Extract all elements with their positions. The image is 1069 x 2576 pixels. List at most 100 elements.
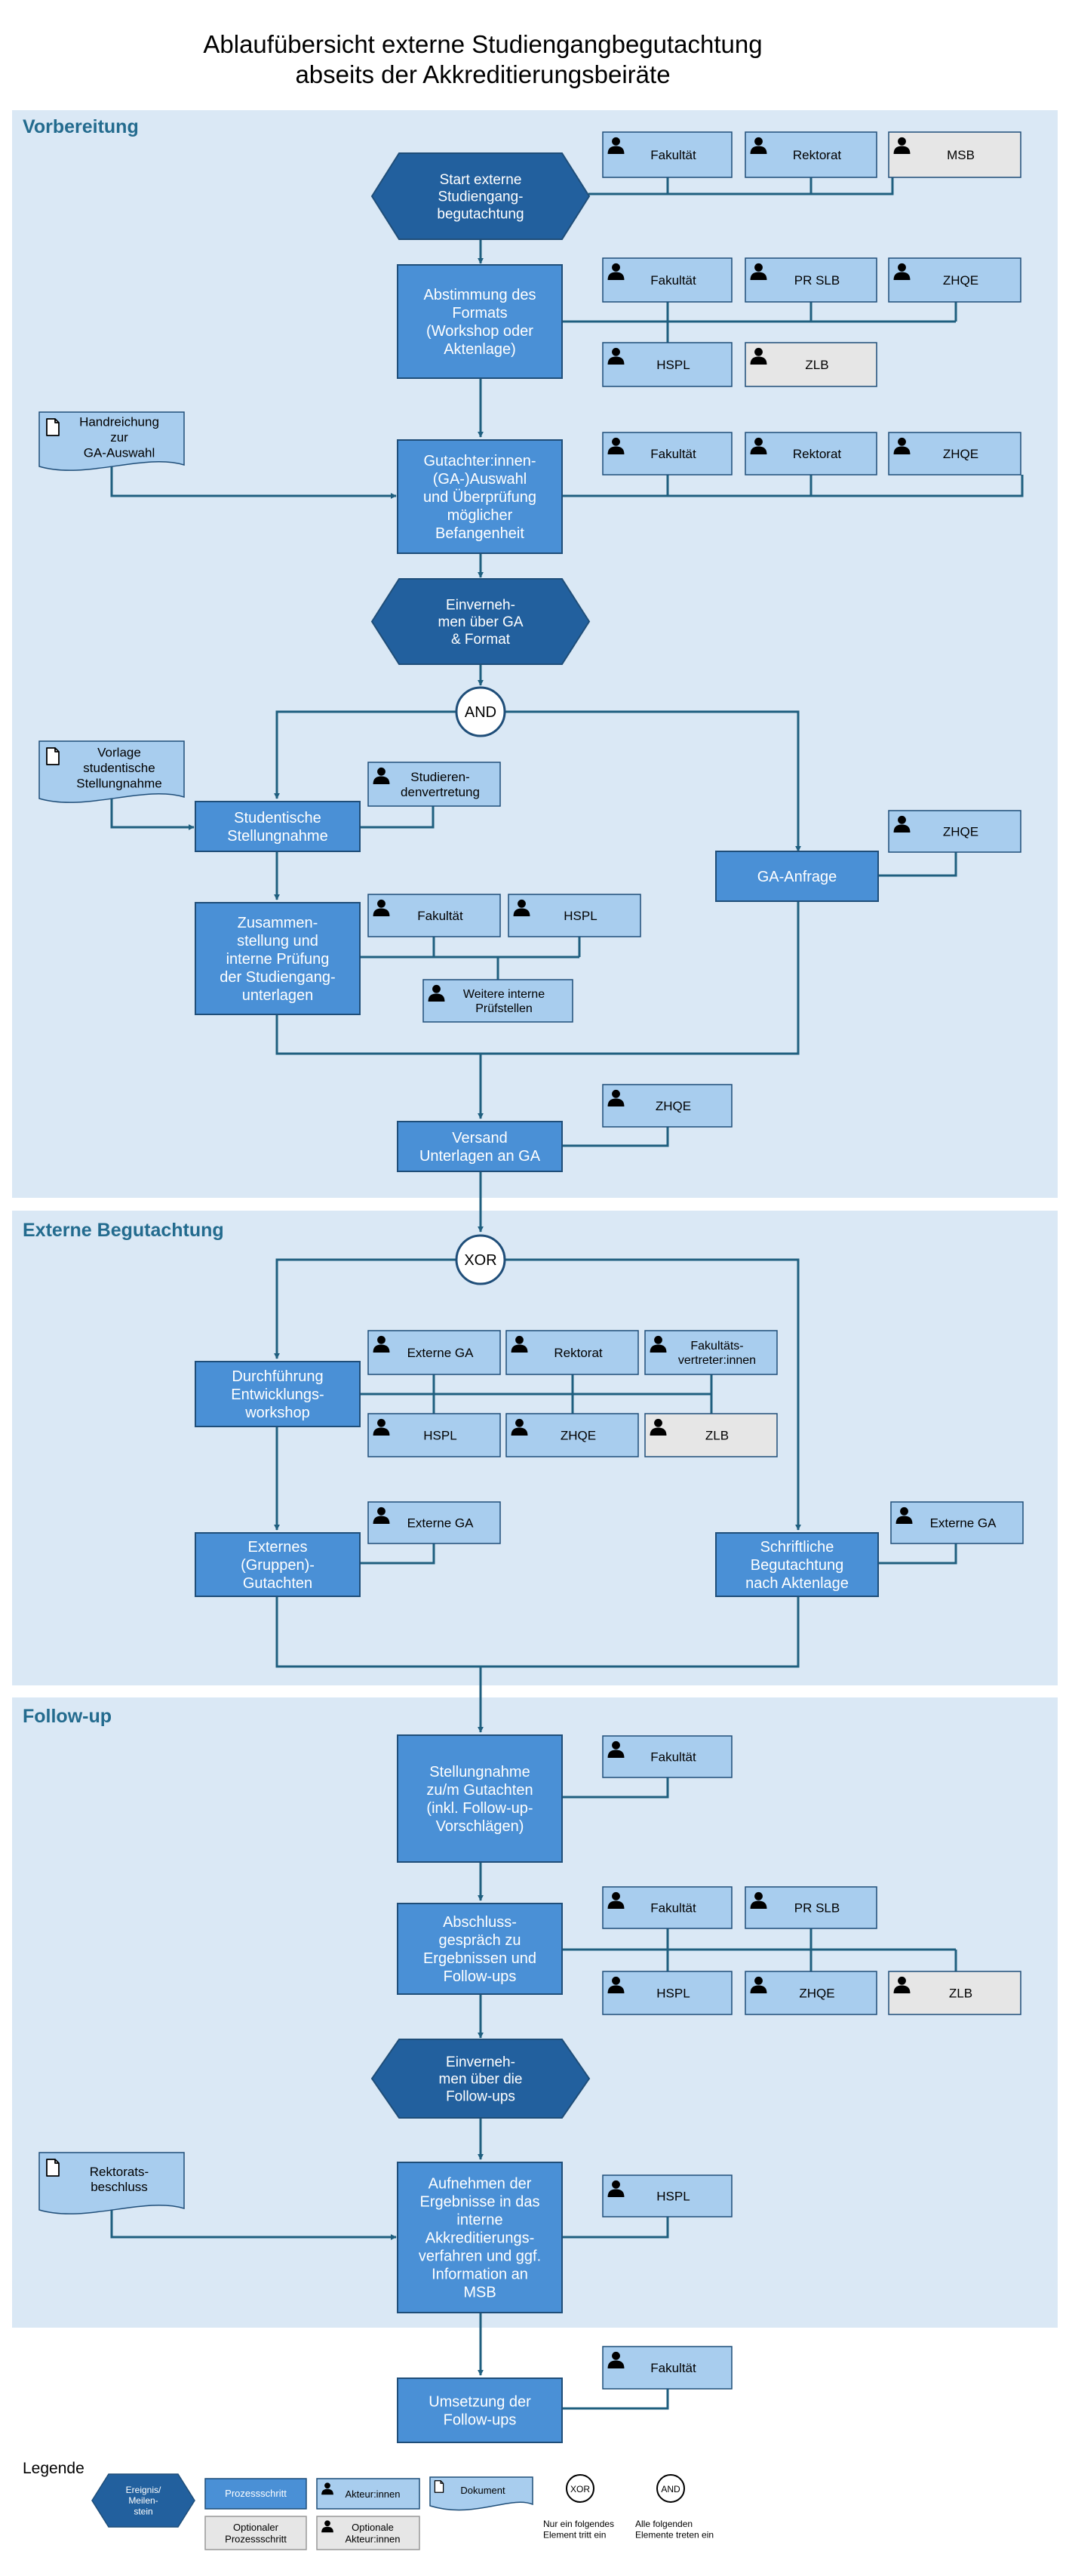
actor-a8[interactable]: ZLB [745,342,877,387]
document-label: studentische [83,761,155,775]
actor-a30[interactable]: ZHQE [745,1971,877,2015]
process-label: Befangenheit [435,525,524,542]
actor-a10[interactable]: Rektorat [745,432,877,475]
document-d3[interactable]: Rektorats-beschluss [38,2152,185,2214]
actor-a11[interactable]: ZHQE [888,432,1021,475]
process-label: stellung und [237,933,318,949]
actor-a31[interactable]: ZLB [888,1971,1021,2015]
actor-a24[interactable]: Externe GA [367,1501,501,1544]
actor-a23[interactable]: ZLB [644,1413,778,1457]
actor-a9[interactable]: Fakultät [602,432,733,475]
actor-box [602,2346,733,2390]
process-gruppen[interactable]: Externes(Gruppen)-Gutachten [195,1532,361,1597]
actor-box [888,131,1021,178]
actor-box [745,131,877,178]
actor-a18[interactable]: Externe GA [367,1330,501,1375]
actor-a6[interactable]: ZHQE [888,257,1021,303]
legend-title: Legende [23,2460,84,2477]
actor-label: Fakultät [417,909,463,923]
process-label: Aktenlage) [444,341,516,358]
actor-a33[interactable]: Fakultät [602,2346,733,2390]
actor-connector [561,1127,669,1147]
actor-a25[interactable]: Externe GA [890,1501,1024,1544]
actor-a5[interactable]: PR SLB [745,257,877,303]
process-label: Ergebnisse in das [420,2194,540,2211]
actor-a14[interactable]: Fakultät [367,894,501,937]
actor-box [602,432,733,475]
actor-a13[interactable]: ZHQE [888,810,1021,853]
actor-a17[interactable]: ZHQE [602,1084,733,1128]
process-label: Gutachten [243,1575,312,1592]
actor-label: HSPL [656,2189,690,2203]
actor-label: Externe GA [407,1516,475,1530]
actor-a26[interactable]: Fakultät [602,1735,733,1778]
actor-a19[interactable]: Rektorat [505,1330,639,1375]
process-label: Umsetzung der [429,2394,531,2411]
actor-a3[interactable]: MSB [888,131,1021,178]
gateway-and[interactable]: AND [455,686,506,737]
process-label: zu/m Gutachten [426,1782,533,1799]
document-shape [38,740,185,803]
gateway-circle [455,686,506,737]
actor-label: ZHQE [561,1428,596,1442]
actor-box [745,1886,877,1929]
process-label: Zusammen- [238,915,318,931]
actor-box [508,894,641,937]
process-box [195,1361,361,1427]
flow-connector [274,710,457,799]
actor-a12[interactable]: Studieren-denvertretung [367,762,501,807]
actor-a32[interactable]: HSPL [602,2174,733,2217]
legend-process-shape [204,2478,307,2510]
process-box [397,1903,563,1995]
actor-a28[interactable]: PR SLB [745,1886,877,1929]
document-icon [434,2480,444,2493]
actor-a1[interactable]: Fakultät [602,131,733,178]
actor-a22[interactable]: ZHQE [505,1413,639,1457]
actor-label: Fakultät [650,447,696,461]
actor-a4[interactable]: Fakultät [602,257,733,303]
actor-a29[interactable]: HSPL [602,1971,733,2015]
process-label: Unterlagen an GA [419,1148,541,1165]
process-box [397,1121,563,1172]
legend-milestone-shape [91,2473,195,2528]
actor-label: ZLB [805,358,828,372]
actor-box [745,432,877,475]
legend-xor-description: Nur ein folgendes [543,2519,614,2529]
actor-a21[interactable]: HSPL [367,1413,501,1457]
legend-optional-actor-label: Optionale [352,2522,394,2533]
process-label: Follow-ups [444,2412,517,2429]
gateway-xor[interactable]: XOR [455,1234,506,1285]
process-label: Stellungnahme [227,828,327,845]
document-icon [46,747,60,765]
process-ga-anfrage[interactable]: GA-Anfrage [715,851,879,902]
legend-milestone-label: Meilen- [128,2495,158,2506]
legend-optional-process-label: Optionaler [233,2522,279,2533]
actor-a2[interactable]: Rektorat [745,131,877,178]
actor-a27[interactable]: Fakultät [602,1886,733,1929]
process-box [397,1734,563,1863]
milestone-einv-ga[interactable]: Einverneh-men über GA& Format [370,578,591,665]
actor-a20[interactable]: Fakultäts-vertreter:innen [644,1330,778,1375]
actor-a15[interactable]: HSPL [508,894,641,937]
milestone-shape [370,2039,591,2119]
document-icon [46,2159,60,2177]
actor-label: MSB [947,148,975,162]
actor-label: vertreter:innen [678,1354,756,1367]
actor-a7[interactable]: HSPL [602,342,733,387]
